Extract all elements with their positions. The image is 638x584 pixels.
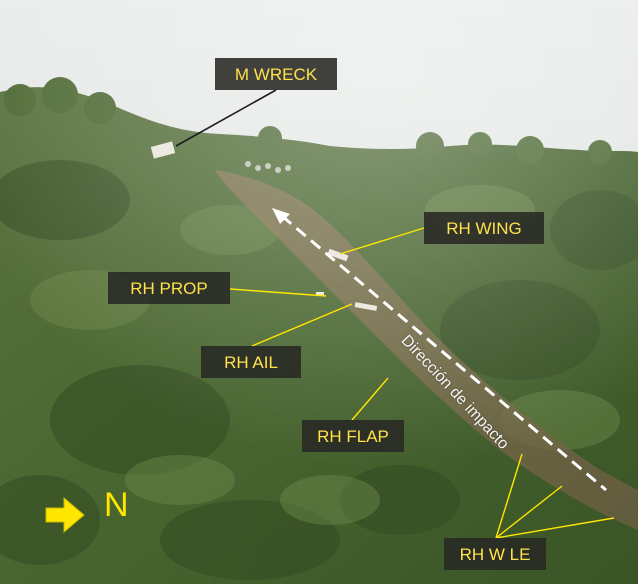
rh-ail-label: RH AIL [201, 346, 301, 378]
rh-ail-leader-line [251, 303, 353, 347]
rh-w-le-leader-line-2 [495, 485, 563, 539]
impact-direction-arrow [272, 208, 607, 492]
rh-flap-label: RH FLAP [302, 420, 404, 452]
m-wreck-label: M WRECK [215, 58, 337, 90]
north-indicator: N [104, 486, 129, 524]
rh-w-le-label: RH W LE [444, 538, 546, 570]
arrow-right-icon [45, 496, 85, 534]
rh-prop-label: RH PROP [108, 272, 230, 304]
rh-flap-leader-line [351, 377, 389, 421]
rh-wing-label: RH WING [424, 212, 544, 244]
rh-wing-leader-line [339, 227, 425, 255]
m-wreck-leader-line [175, 89, 277, 147]
rh-prop-leader-line [229, 288, 327, 297]
rh-w-le-leader-line-1 [495, 453, 523, 539]
rh-w-le-leader-line-3 [495, 517, 615, 539]
